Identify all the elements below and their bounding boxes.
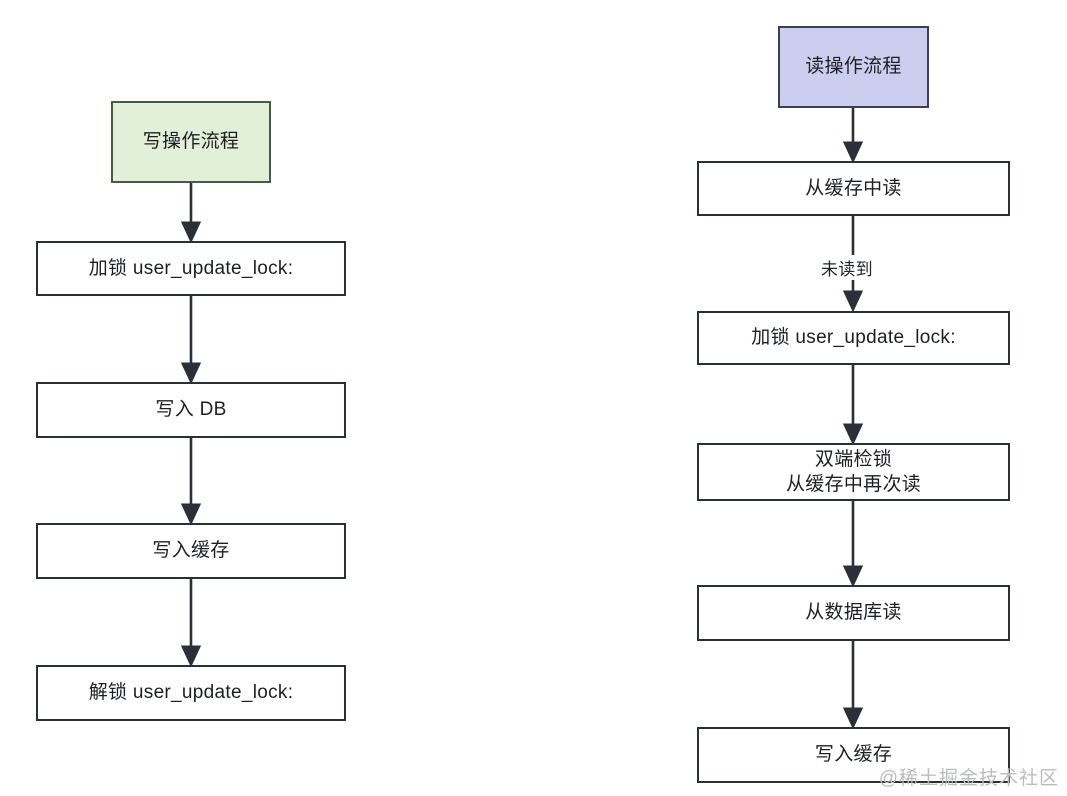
node-read-writecache[interactable]: 写入缓存 [697, 727, 1010, 783]
node-write-start[interactable]: 写操作流程 [111, 101, 271, 183]
node-read-lock[interactable]: 加锁 user_update_lock: [697, 311, 1010, 365]
node-read-cache[interactable]: 从缓存中读 [697, 161, 1010, 216]
node-read-db[interactable]: 从数据库读 [697, 585, 1010, 641]
node-write-unlock[interactable]: 解锁 user_update_lock: [36, 665, 346, 721]
node-write-lock[interactable]: 加锁 user_update_lock: [36, 241, 346, 296]
node-write-cache[interactable]: 写入缓存 [36, 523, 346, 579]
node-read-doublecheck[interactable]: 双端检锁 从缓存中再次读 [697, 443, 1010, 501]
node-write-db[interactable]: 写入 DB [36, 382, 346, 438]
node-read-start[interactable]: 读操作流程 [778, 26, 929, 108]
watermark: @稀土掘金技术社区 [878, 768, 1059, 789]
edge-label-cache-miss: 未读到 [816, 255, 878, 280]
